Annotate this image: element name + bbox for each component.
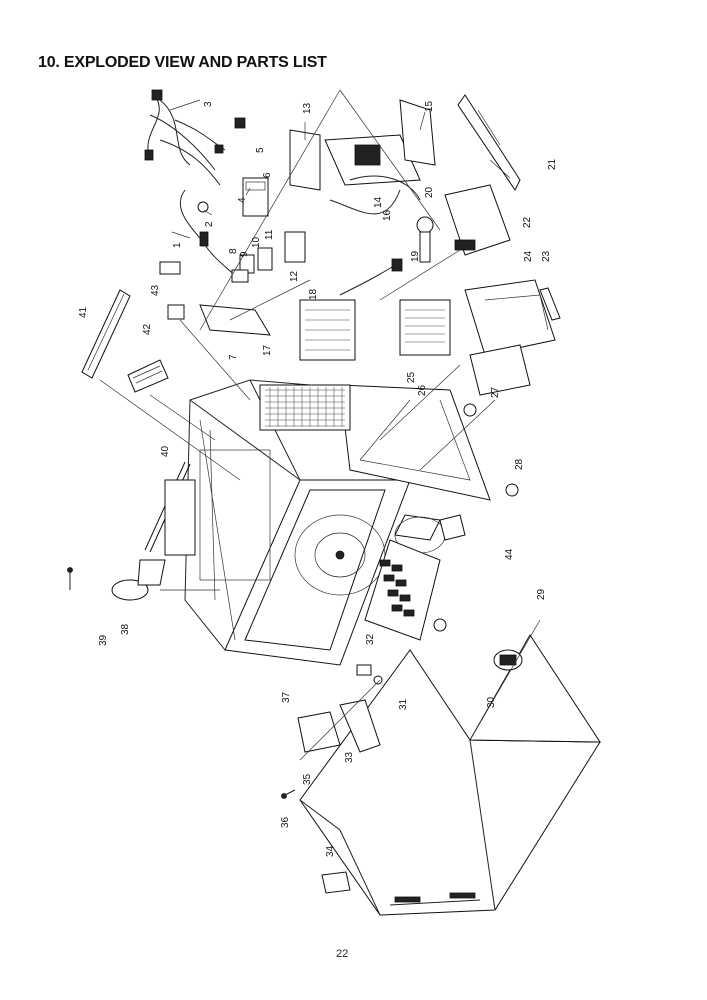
base-plate: [339, 384, 491, 554]
part-label: 29: [536, 588, 547, 600]
part-35-door-plate: [297, 711, 341, 753]
part-label: 40: [160, 445, 171, 457]
outer-cabinet: [299, 634, 601, 916]
part-label: 12: [289, 270, 300, 282]
part-label: 8: [228, 248, 239, 254]
part-label: 38: [120, 623, 131, 635]
part-label: 27: [490, 386, 501, 398]
part-label: 37: [281, 691, 292, 703]
part-2: [197, 201, 209, 213]
part-label: 10: [251, 236, 262, 248]
part-label: 20: [424, 186, 435, 198]
part-label: 30: [486, 696, 497, 708]
part-44: [439, 514, 466, 541]
part-label: 2: [204, 221, 215, 227]
part-label: 44: [504, 548, 515, 560]
part-label: 24: [523, 250, 534, 262]
vent-mesh: [259, 384, 351, 431]
magnetron: [299, 299, 356, 361]
part-label: 13: [302, 102, 313, 114]
power-cord: [179, 189, 241, 281]
part-label: 34: [325, 845, 336, 857]
part-label: 18: [308, 288, 319, 300]
part-41-heater: [81, 289, 131, 379]
door-hinge: [67, 559, 166, 601]
part-26-foot: [463, 403, 477, 417]
part-labels: 1 2 3 4 5 6 7 8 9 10 11 12 13 14 15 16 1…: [78, 100, 558, 857]
part-label: 23: [541, 250, 552, 262]
part-label: 5: [255, 147, 266, 153]
part-label: 28: [514, 458, 525, 470]
part-label: 31: [398, 698, 409, 710]
page-title: 10. EXPLODED VIEW AND PARTS LIST: [38, 54, 327, 71]
part-23: [539, 287, 561, 321]
part-34-label-sticker: [321, 871, 351, 894]
part-6-board: [242, 177, 269, 217]
wire-harness: [144, 89, 246, 186]
page-number: 22: [336, 948, 349, 960]
part-label: 21: [547, 158, 558, 170]
switch-assembly: [231, 231, 306, 283]
part-label: 42: [142, 323, 153, 335]
latch-board: [199, 304, 271, 336]
part-label: 22: [522, 216, 533, 228]
part-label: 7: [228, 354, 239, 360]
oven-cavity: [184, 379, 411, 666]
part-label: 39: [98, 634, 109, 646]
part-label: 16: [382, 209, 393, 221]
part-label: 35: [302, 773, 313, 785]
part-22-assembly: [416, 184, 511, 263]
part-30: [493, 649, 523, 671]
part-40-heater-tube: [144, 461, 196, 556]
part-label: 19: [410, 250, 421, 262]
part-label: 4: [237, 197, 248, 203]
part-42-label: [127, 359, 169, 393]
part-label: 25: [406, 371, 417, 383]
leader-lines: [99, 89, 541, 761]
part-19-cable: [339, 264, 396, 296]
part-label: 9: [239, 251, 250, 257]
door-latch-parts: [339, 664, 383, 753]
part-label: 1: [172, 242, 183, 248]
part-label: 43: [150, 284, 161, 296]
part-label: 11: [264, 229, 275, 240]
part-label: 3: [203, 101, 214, 107]
part-36-screw: [281, 789, 296, 799]
front-foot: [433, 618, 447, 632]
part-label: 15: [424, 100, 435, 112]
fan-motor-assembly: [289, 99, 436, 215]
part-label: 32: [365, 633, 376, 645]
part-label: 33: [344, 751, 355, 763]
part-label: 36: [280, 816, 291, 828]
part-24-cover: [464, 279, 556, 396]
part-label: 26: [417, 384, 428, 396]
transformer: [399, 299, 451, 356]
part-28-foot: [505, 483, 519, 497]
part-label: 17: [262, 344, 273, 356]
part-21-bracket: [457, 94, 521, 191]
part-43-bracket-upper: [159, 261, 181, 275]
part-label: 14: [373, 196, 384, 208]
part-label: 6: [262, 172, 273, 178]
part-43-bracket-lower: [167, 304, 185, 320]
control-panel: [364, 539, 441, 641]
part-label: 41: [78, 306, 89, 318]
